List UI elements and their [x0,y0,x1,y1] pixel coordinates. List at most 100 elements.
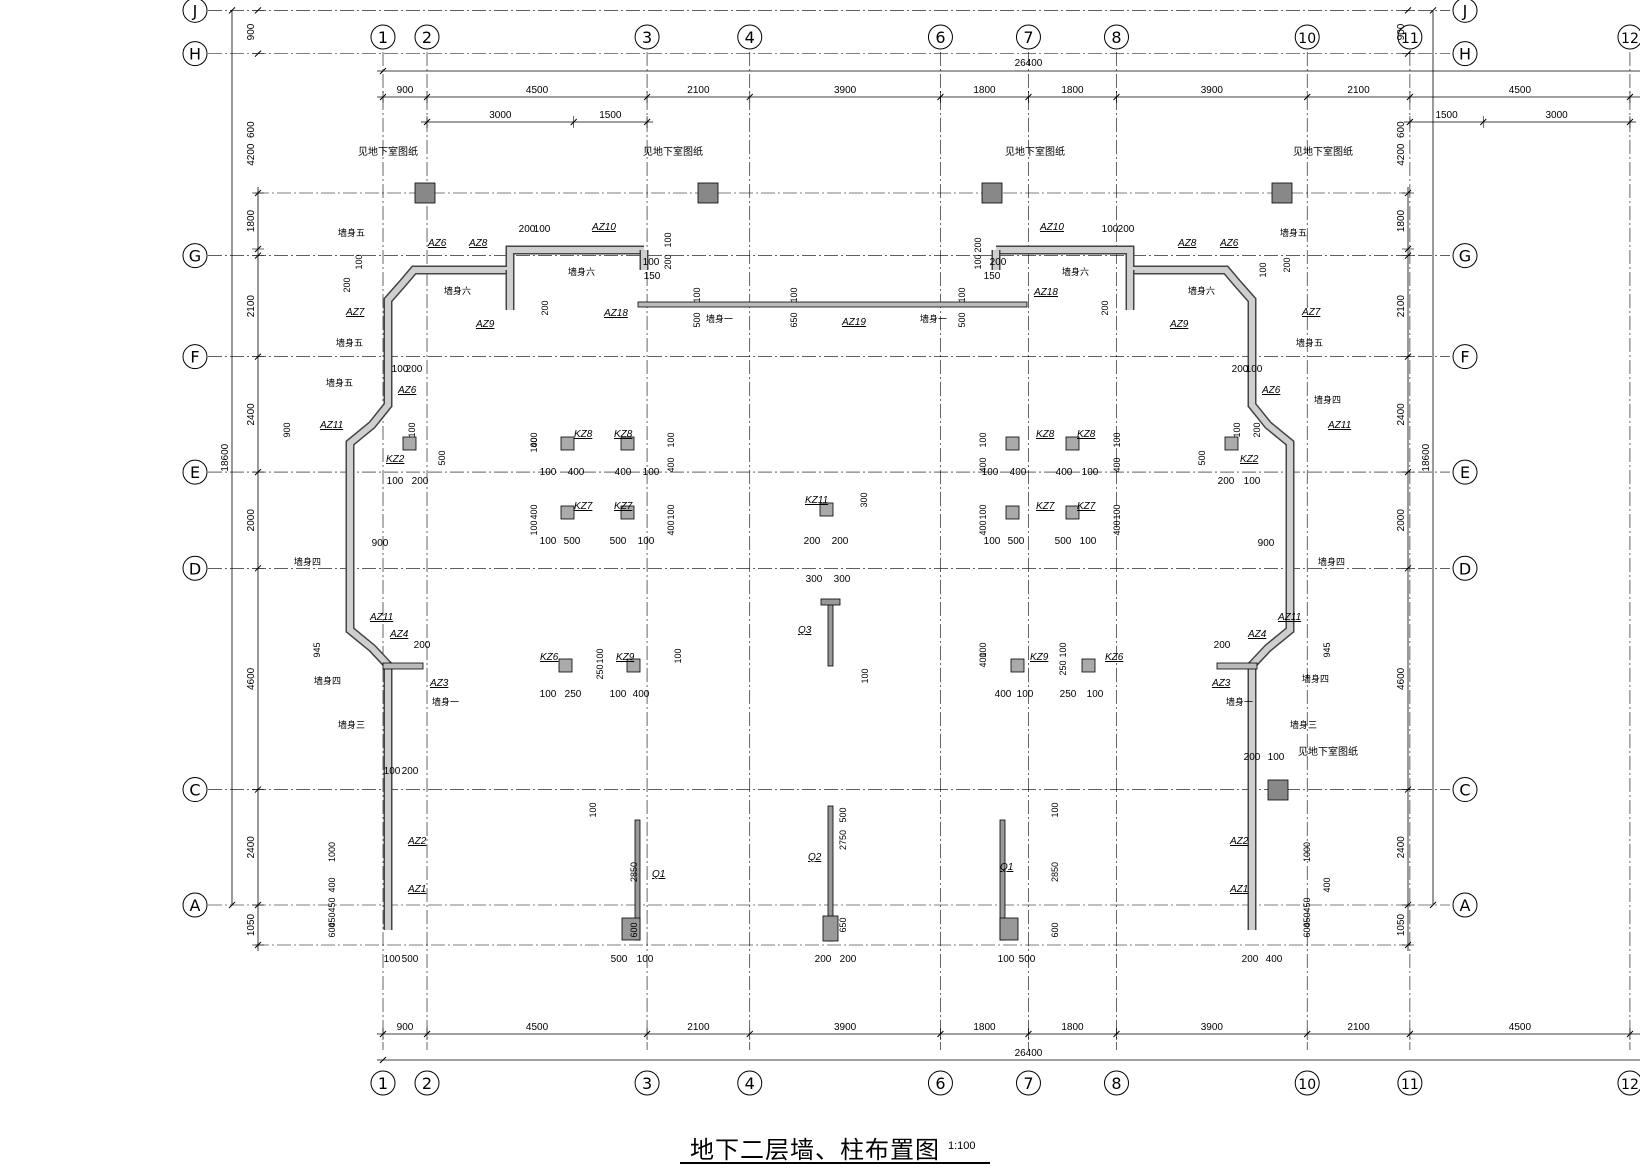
note-see-basement: 见地下室图纸 [643,145,703,158]
dim-text: 2000 [1396,509,1407,532]
small-dim-rot: 100 [407,422,417,437]
label-az8: AZ8 [468,238,488,249]
label-kz6: KZ6 [1105,652,1124,663]
small-dim: 200 [815,954,832,965]
small-dim-rot: 600 [1302,922,1312,937]
label-kz7: KZ7 [1036,501,1055,512]
grid-bubble-top [1015,24,1041,50]
label-az11: AZ11 [1277,612,1301,623]
dim-text: 1800 [973,1022,996,1033]
label-w1: 墙身一 [432,696,459,708]
dim-text: 900 [1396,23,1407,40]
column-kz7 [1065,505,1080,520]
shear-wall-q3-top [820,598,841,606]
dim-text: 4200 [1396,143,1407,166]
label-q1: Q1 [1000,862,1013,873]
label-w4: 墙身四 [1318,556,1345,568]
small-dim-rot: 100 [789,287,799,302]
label-az7: AZ7 [345,307,365,318]
dim-text: 2100 [1396,295,1407,318]
small-dim-rot: 2750 [838,830,848,850]
wall-stub-d-right [1216,662,1258,670]
grid-label-right: J [1462,1,1468,20]
small-dim: 400 [1056,467,1073,478]
dim-text: 4500 [526,1022,549,1033]
dim-text: 2000 [246,509,257,532]
note-see-basement: 见地下室图纸 [1298,745,1358,758]
column-kz7 [620,505,635,520]
grid-bubble-bottom [414,1070,440,1096]
label-w4: 墙身四 [1314,394,1341,406]
dim-text: 3900 [834,1022,857,1033]
label-az6: AZ6 [1261,385,1281,396]
small-dim: 500 [1055,536,1072,547]
small-dim-rot: 100 [978,432,988,447]
overall-height-left: 18600 [220,443,231,471]
label-kz7: KZ7 [614,501,633,512]
small-dim: 100 [998,954,1015,965]
column-kz9 [626,658,641,673]
grid-label-bottom: 3 [642,1074,652,1093]
dim-text: 3900 [1201,85,1224,96]
small-dim: 500 [611,954,628,965]
interior-wall-h [637,301,1028,308]
dim-tick [379,1056,387,1064]
grid-label-top: 7 [1023,28,1033,47]
grid-bubble-left [182,892,208,918]
dim-text: 3900 [834,85,857,96]
walls [345,245,1295,942]
small-dim: 500 [564,536,581,547]
small-dim-rot: 500 [957,312,967,327]
columns [402,182,1293,801]
small-dim-rot: 250 [1058,660,1068,675]
small-dim-rot: 600 [327,922,337,937]
small-dim: 500 [1019,954,1036,965]
small-dim: 100 [1102,224,1119,235]
grid-label-bottom: 8 [1111,1074,1121,1093]
label-kz8: KZ8 [614,429,633,440]
grid-label-top: 1 [378,28,388,47]
small-dim-rot: 100 [595,648,605,663]
grid-label-left: J [192,1,198,20]
dim-tick [1429,6,1437,14]
grid-bubble-top [634,24,660,50]
dimension-lines: 9004500210039001800180039002100450090090… [220,6,1640,1064]
small-dim-rot: 450 [1302,897,1312,912]
column-kz8 [1065,436,1080,451]
column-kz8 [560,436,575,451]
label-kz2: KZ2 [1240,454,1259,465]
small-dim-rot: 100 [957,287,967,302]
label-q1: Q1 [652,869,665,880]
small-dim: 300 [834,574,851,585]
small-dim: 100 [643,257,660,268]
title-underline [680,1162,990,1164]
small-dim: 100 [984,536,1001,547]
shear-wall-q3 [827,600,834,667]
dim-text: 2100 [687,85,710,96]
dim-text: 2400 [246,836,257,859]
small-dim-rot: 2850 [629,862,639,882]
grid-bubble-bottom [1294,1070,1320,1096]
label-kz6: KZ6 [540,652,559,663]
grid-bubble-right [1452,777,1478,803]
dim-text: 4200 [246,143,257,166]
small-dim-rot: 200 [540,300,550,315]
grid-bubble-left [182,344,208,370]
small-dim: 150 [644,271,661,282]
dim-text: 4600 [1396,667,1407,690]
small-dim: 200 [1242,954,1259,965]
small-dim-rot: 100 [978,642,988,657]
small-dim: 100 [982,467,999,478]
small-dim: 200 [406,364,423,375]
grid-label-top: 10 [1298,31,1316,47]
small-dim: 100 [637,954,654,965]
small-dim: 200 [402,766,419,777]
column-kz2 [402,436,417,451]
exterior-wall-left [345,245,644,930]
grid-label-left: C [189,781,200,800]
small-dim: 100 [1087,689,1104,700]
basement-column [1271,182,1293,204]
dim-text: 2100 [1347,85,1370,96]
small-dim: 400 [633,689,650,700]
